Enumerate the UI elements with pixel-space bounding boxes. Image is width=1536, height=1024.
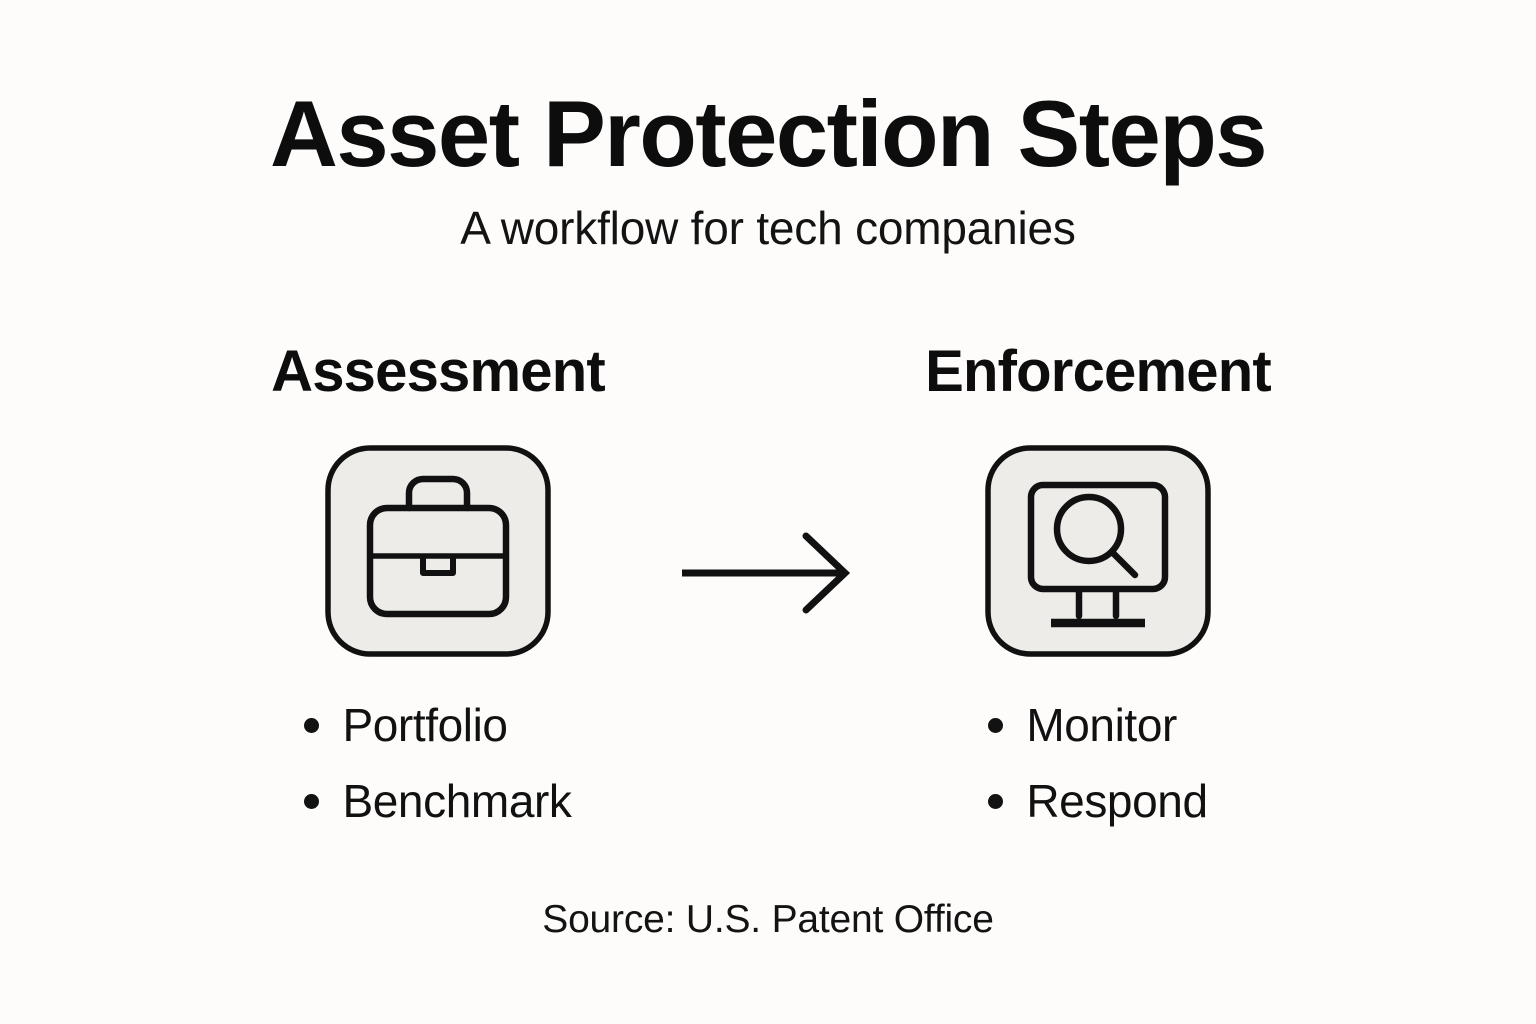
step-assessment: Assessment Portfolio	[208, 339, 668, 827]
bullet-list-enforcement: Monitor Respond	[988, 698, 1208, 827]
page-title: Asset Protection Steps	[269, 81, 1268, 186]
bullet-dot-icon	[988, 793, 1004, 809]
page-subtitle: A workflow for tech companies	[460, 201, 1076, 254]
list-item: Portfolio	[304, 698, 571, 751]
arrow-right-icon	[682, 532, 851, 614]
monitor-search-icon-tile	[985, 445, 1211, 657]
list-item: Monitor	[988, 698, 1207, 751]
briefcase-icon-tile	[325, 445, 551, 657]
step-enforcement: Enforcement	[868, 339, 1328, 827]
header: Asset Protection Steps A workflow for te…	[0, 81, 1536, 254]
step-connector	[668, 342, 868, 616]
list-item: Benchmark	[304, 774, 572, 827]
step-heading-enforcement: Enforcement	[925, 339, 1272, 404]
briefcase-icon	[325, 445, 551, 657]
step-heading-assessment: Assessment	[271, 339, 606, 404]
bullet-label: Monitor	[1026, 698, 1177, 751]
bullet-dot-icon	[988, 718, 1004, 734]
bullet-dot-icon	[304, 718, 320, 734]
list-item: Respond	[988, 774, 1208, 827]
bullet-label: Respond	[1026, 774, 1208, 827]
steps-container: Assessment Portfolio	[0, 339, 1536, 827]
bullet-label: Benchmark	[342, 774, 572, 827]
bullet-label: Portfolio	[342, 698, 508, 751]
monitor-search-icon	[985, 445, 1211, 657]
source-attribution: Source: U.S. Patent Office	[542, 898, 994, 941]
bullet-list-assessment: Portfolio Benchmark	[304, 698, 572, 827]
bullet-dot-icon	[304, 793, 320, 809]
